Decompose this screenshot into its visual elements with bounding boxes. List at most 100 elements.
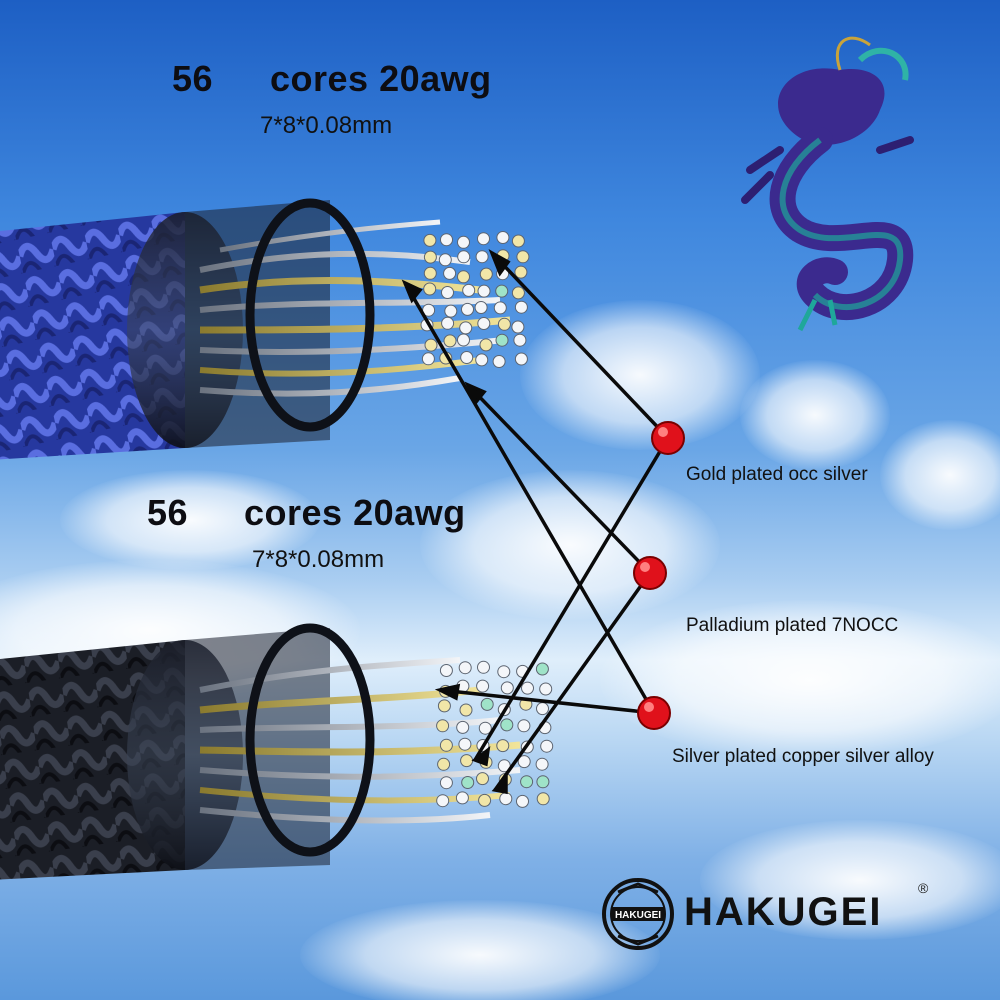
cloud (420, 470, 720, 620)
callout-line (493, 571, 652, 792)
wire-tip (436, 794, 450, 808)
bottom-cable (0, 623, 554, 880)
wire-tip (460, 351, 474, 364)
wire-tip (439, 776, 453, 790)
wire-tip (459, 703, 473, 717)
wire-tip (493, 301, 507, 315)
top-ring (245, 198, 375, 432)
cloud (600, 600, 1000, 760)
wire-tip (536, 702, 549, 716)
wire-tip (499, 792, 513, 806)
wire-tip (457, 235, 470, 249)
wire-tip (539, 682, 553, 696)
registered-mark: ® (918, 880, 929, 896)
top-core-label: cores 20awg (270, 58, 492, 99)
wire-tip (477, 660, 490, 674)
wire-tip (495, 333, 509, 347)
top-spec: 7*8*0.08mm (260, 112, 393, 139)
brand-logo: HAKUGEI (604, 878, 882, 946)
wire-tip (475, 353, 489, 367)
wire-tip (514, 300, 528, 314)
wire-tip (461, 302, 474, 316)
wire-tip (423, 266, 437, 280)
wire-tip (511, 320, 525, 334)
wire-tip (535, 662, 549, 676)
wire-tip (477, 284, 491, 298)
wire-tip (496, 739, 510, 753)
wire-tip (436, 719, 450, 733)
wire-tip (477, 317, 491, 330)
bottom-ring (245, 623, 375, 857)
wire-tip (461, 776, 475, 789)
callout-line (473, 437, 670, 761)
wire-tip (492, 355, 506, 368)
wire-tip (536, 775, 550, 789)
wire-tip (423, 233, 437, 247)
top-core-count: 56 (172, 58, 214, 99)
arrow-head (434, 683, 461, 701)
wire-tip (443, 266, 457, 280)
wire-tip (456, 720, 470, 734)
wire-tip (497, 317, 511, 331)
wire-tip (441, 316, 455, 330)
wire-tip (520, 775, 534, 789)
cloud (300, 900, 660, 1000)
wire-tip (478, 721, 492, 735)
wire-tip (474, 301, 488, 314)
wire-tip (439, 664, 453, 677)
wire-tip (495, 284, 509, 298)
wire-tip (458, 737, 472, 751)
wire-tip (457, 270, 470, 284)
wire-tip (479, 267, 493, 281)
arrow-head (464, 381, 487, 406)
red-dot (651, 421, 685, 455)
bottom-wire-tips (436, 660, 554, 808)
callout-label-palladium: Palladium plated 7NOCC (686, 615, 899, 636)
wire-tip (423, 250, 437, 264)
wire-tip (535, 757, 549, 771)
wire-tip (511, 234, 525, 248)
callout-label-silver: Silver plated copper silver alloy (672, 746, 934, 767)
logo-emblem-text: HAKUGEI (615, 910, 661, 921)
wire-tip (479, 338, 493, 352)
wire-tip (517, 719, 531, 733)
wire-tip (540, 739, 554, 753)
wire-tip (437, 757, 451, 771)
dragon-illustration (741, 36, 914, 332)
wire-tip (500, 718, 514, 732)
callout-line (466, 383, 652, 575)
callout-line (403, 282, 656, 714)
wire-tip (497, 665, 511, 679)
wire-tip (421, 352, 435, 366)
wire-tip (500, 681, 514, 695)
callout-label-gold: Gold plated occ silver (686, 464, 868, 485)
wire-tip (476, 772, 489, 786)
wire-tip (516, 250, 530, 264)
wire-tip (438, 253, 452, 267)
wire-tip (462, 283, 476, 297)
arrow-head (471, 745, 491, 767)
wire-tip (480, 697, 494, 711)
wire-tip (440, 233, 453, 247)
wire-tip (424, 338, 438, 352)
wire-tip (511, 286, 525, 300)
cloud (700, 820, 1000, 940)
wire-tip (458, 661, 472, 675)
wire-tip (476, 679, 490, 693)
wire-tip (514, 265, 528, 279)
cloud (60, 470, 320, 570)
callout-line (439, 688, 655, 715)
callout-lines (401, 249, 670, 795)
bottom-core-count: 56 (147, 492, 189, 533)
top-wire-tips (420, 231, 530, 368)
wire-tip (441, 286, 454, 299)
wire-tip (423, 282, 437, 296)
wire-tip (513, 333, 527, 347)
hakugei-logo-emblem: HAKUGEI (602, 878, 674, 950)
wire-tip (457, 333, 470, 347)
wire-tip (444, 304, 458, 318)
wire-tip (516, 794, 529, 808)
bottom-spec: 7*8*0.08mm (252, 546, 385, 573)
